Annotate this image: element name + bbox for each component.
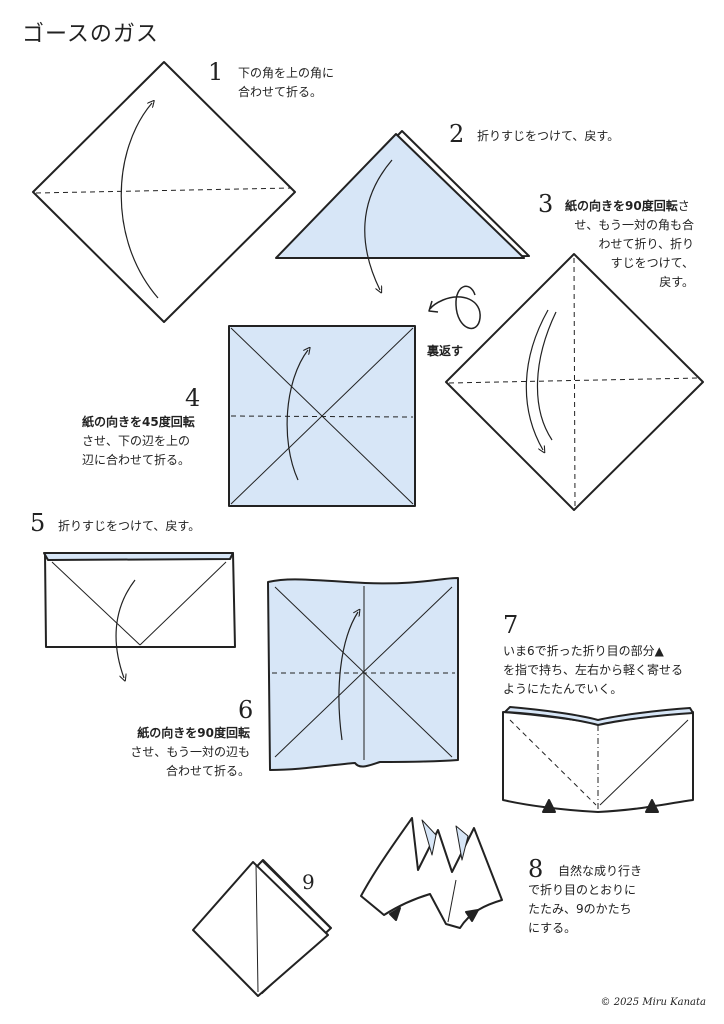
step-5-number: 5 xyxy=(30,509,46,537)
step-1-text: 下の角を上の角に合わせて折る。 xyxy=(238,66,335,99)
step-2-text: 折りすじをつけて、戻す。 xyxy=(477,129,620,143)
step-4-square xyxy=(228,325,416,507)
step-4-text: 紙の向きを45度回転させ、下の辺を上の辺に合わせて折る。 xyxy=(82,415,195,467)
step-6-square xyxy=(267,577,459,771)
flip-icon xyxy=(428,285,481,329)
step-3-diamond xyxy=(445,253,704,511)
step-7-folding xyxy=(502,706,694,813)
step-7-number: 7 xyxy=(503,611,519,639)
step-3-text-first: 紙の向きを90度回転さ xyxy=(565,199,690,213)
step-2-triangle xyxy=(275,130,530,290)
step-2-number: 2 xyxy=(449,120,465,148)
step-5-text: 折りすじをつけて、戻す。 xyxy=(58,519,201,533)
step-1-number: 1 xyxy=(208,58,224,86)
step-8-number: 8 xyxy=(528,855,544,883)
step-8-text: で折り目のとおりにたたみ、9のかたちにする。 xyxy=(528,883,637,935)
flip-label: 裏返す xyxy=(427,344,464,358)
step-8-shape xyxy=(360,817,503,929)
step-5-rect xyxy=(43,552,236,678)
step-1-diamond xyxy=(32,61,296,323)
step-3-text: せ、もう一対の角も合わせて折り、折りすじをつけて、戻す。 xyxy=(574,218,694,289)
copyright: © 2025 Miru Kanata xyxy=(600,997,706,1008)
step-6-number: 6 xyxy=(238,696,254,724)
page-title: ゴースのガス xyxy=(22,22,159,47)
step-8-text-first: 自然な成り行き xyxy=(558,864,643,878)
step-3-number: 3 xyxy=(538,190,554,218)
step-6-text: 紙の向きを90度回転させ、もう一対の辺も合わせて折る。 xyxy=(130,726,250,778)
step-7-text: いま6で折った折り目の部分▲を指で持ち、左右から軽く寄せるようにたたんでいく。 xyxy=(503,644,684,696)
step-9-diamond xyxy=(192,859,332,997)
step-4-number: 4 xyxy=(185,384,201,412)
step-9-number: 9 xyxy=(302,870,315,894)
